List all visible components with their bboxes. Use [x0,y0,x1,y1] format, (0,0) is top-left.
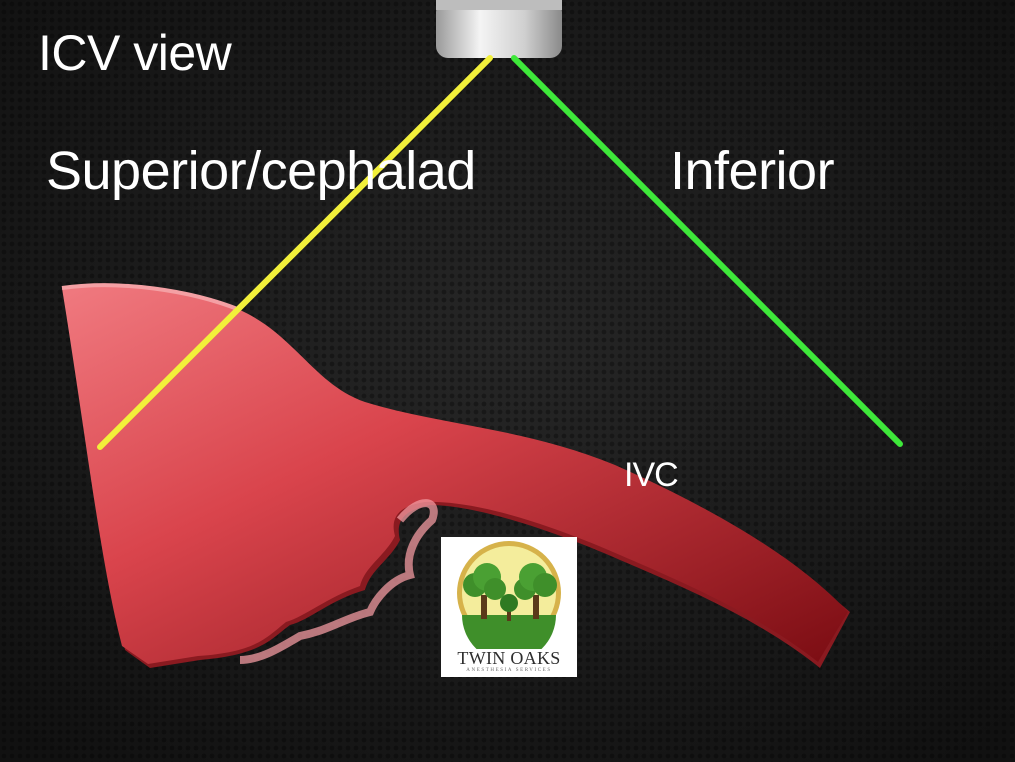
superior-beam-line [97,55,493,450]
vessel-shape [61,283,850,668]
slide-title: ICV view [38,25,232,81]
logo-tagline: ANESTHESIA SERVICES [466,668,552,673]
ultrasound-probe [436,0,562,58]
superior-label: Superior/cephalad [46,141,476,201]
oak-trees-icon [457,541,561,649]
inferior-label: Inferior [670,141,835,201]
ivc-label: IVC [624,456,679,494]
twin-oaks-logo: TWIN OAKS ANESTHESIA SERVICES [441,537,577,677]
inferior-beam-line [511,55,903,447]
logo-name: TWIN OAKS [457,648,561,668]
